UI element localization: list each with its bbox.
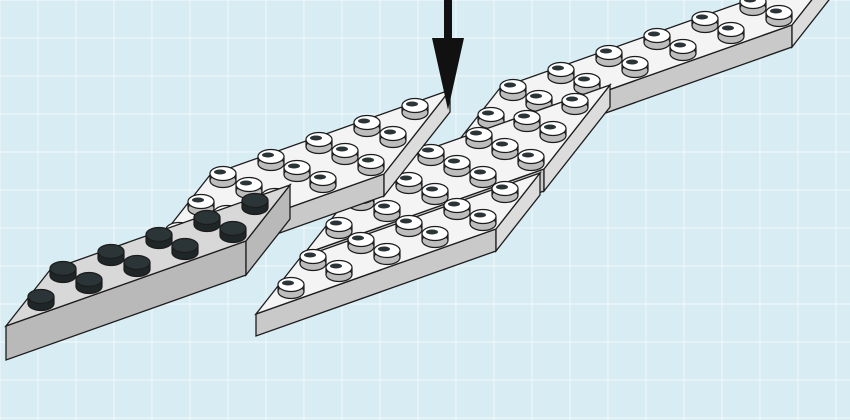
stud (172, 239, 198, 260)
stud (402, 99, 428, 120)
stud (492, 182, 518, 203)
stud (422, 184, 448, 205)
stud (258, 150, 284, 171)
stud (596, 46, 622, 67)
stud (470, 167, 496, 188)
stud (194, 211, 220, 232)
down-arrow-icon (432, 0, 464, 110)
stud (562, 94, 588, 115)
stud (514, 111, 540, 132)
stud (540, 122, 566, 143)
stud (518, 150, 544, 171)
stud (146, 228, 172, 249)
stud (306, 133, 332, 154)
stud (220, 222, 246, 243)
stud (348, 233, 374, 254)
grey-plate-2x4-front-left (6, 185, 290, 360)
plates-layer (6, 0, 836, 360)
stud (548, 63, 574, 84)
stud (358, 155, 384, 176)
stud (500, 80, 526, 101)
stud (466, 128, 492, 149)
stud (124, 256, 150, 277)
stud (300, 250, 326, 271)
stud (374, 244, 400, 265)
stud (210, 167, 236, 188)
stud (332, 144, 358, 165)
stud (422, 227, 448, 248)
stud (718, 23, 744, 44)
stud (444, 156, 470, 177)
stud (492, 139, 518, 160)
stud (396, 216, 422, 237)
stud (470, 210, 496, 231)
stud (354, 116, 380, 137)
stud (644, 29, 670, 50)
stud (622, 57, 648, 78)
stud (766, 6, 792, 27)
stud (98, 245, 124, 266)
stud (284, 161, 310, 182)
stud (326, 218, 352, 239)
stud (242, 194, 268, 215)
stud (28, 290, 54, 311)
stud (76, 273, 102, 294)
stud (50, 262, 76, 283)
stud (278, 278, 304, 299)
stud (444, 199, 470, 220)
stud (326, 261, 352, 282)
stud (692, 12, 718, 33)
stud (740, 0, 766, 16)
stud (374, 201, 400, 222)
stud (380, 127, 406, 148)
stud (670, 40, 696, 61)
stud (310, 172, 336, 193)
